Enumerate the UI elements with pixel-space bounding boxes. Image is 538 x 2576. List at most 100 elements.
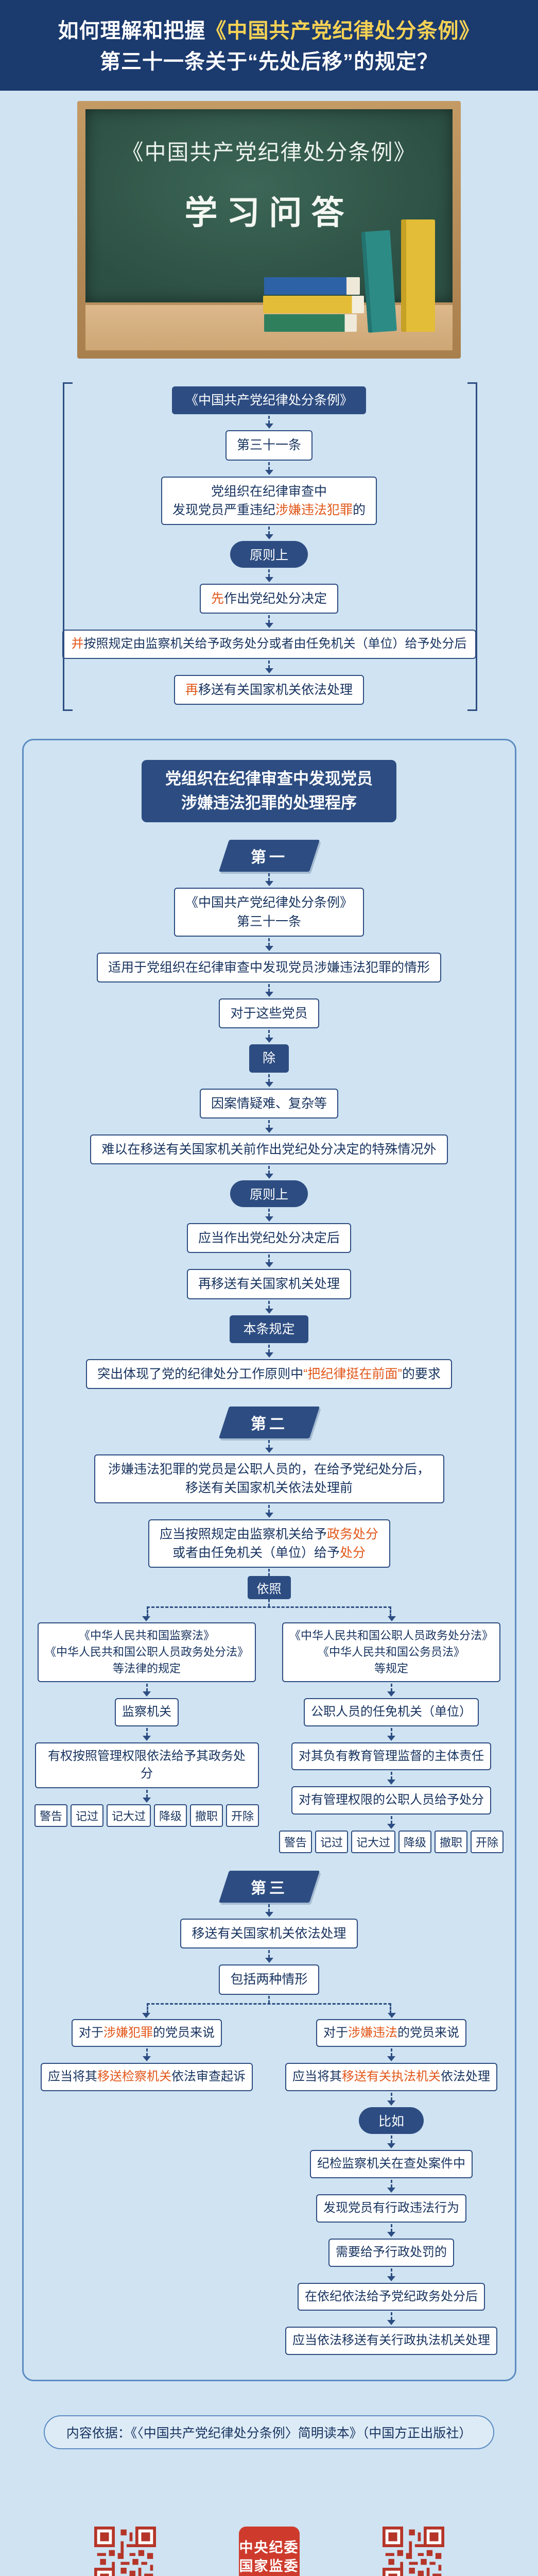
flow-arrow [265, 1903, 273, 1919]
footer-right: 中央纪委国家监委网站微信公众号 [357, 2527, 470, 2576]
flow-arrow [387, 2091, 395, 2107]
chalkboard-title: 《中国共产党纪律处分条例》 [122, 140, 416, 164]
flow-arrow [265, 1299, 273, 1315]
part1-banner: 第一 [218, 840, 320, 872]
flow-arrow [265, 1207, 273, 1223]
part1-reason-box: 因案情疑难、复杂等 [199, 1088, 338, 1118]
chalkboard: 《中国共产党纪律处分条例》 学习问答 [85, 109, 453, 302]
illegal-action-box: 应当将其移送有关执法机关依法处理 [285, 2063, 497, 2092]
flow-arrow [143, 1788, 151, 1804]
news-client-qr-code [94, 2527, 156, 2576]
book [263, 296, 364, 313]
flow-arrow [265, 1164, 273, 1180]
header-line1-prefix: 如何理解和把握 [58, 20, 206, 42]
situation-box: 党组织在纪律审查中 发现党员严重违纪涉嫌违法犯罪的 [161, 476, 377, 525]
panel-title: 党组织在纪律审查中发现党员 涉嫌违法犯罪的处理程序 [142, 760, 396, 823]
flow-arrow [265, 1503, 273, 1519]
part3-columns: 对于涉嫌犯罪的党员来说 应当将其移送检察机关依法审查起诉 对于涉嫌违法的党员来说… [29, 2019, 510, 2355]
crime-who-box: 对于涉嫌犯罪的党员来说 [72, 2019, 222, 2047]
example-step-box: 需要给予行政处罚的 [328, 2238, 454, 2267]
flow-arrow [387, 2178, 395, 2194]
example-step-box: 在依纪依法给予党纪政务处分后 [298, 2282, 485, 2311]
flow-arrow [387, 2047, 395, 2063]
part1-these-box: 对于这些党员 [219, 998, 319, 1029]
part2-right-column: 《中华人民共和国公职人员政务处分法》 《中华人民共和国公务员法》 等规定 公职人… [279, 1622, 504, 1854]
part3-head-box: 移送有关国家机关依法处理 [180, 1919, 358, 1949]
footer: 中央纪委国家监委新闻客户端 中央纪委 国家监委 网站 中央纪委国家监委网站微信公… [0, 2527, 538, 2576]
step1-box: 先作出党纪处分决定 [199, 584, 339, 614]
flow-arrow [387, 1815, 395, 1831]
split-connector [142, 1995, 396, 2019]
flow-arrow [387, 2134, 395, 2150]
part1-law-box: 《中国共产党纪律处分条例》 第三十一条 [173, 888, 364, 937]
source-note: 内容依据：《〈中国共产党纪律处分条例〉简明读本》（中国方正出版社） [43, 2415, 495, 2450]
right-sanctions-row: 警告 记过 记大过 降级 撤职 开除 [279, 1831, 504, 1854]
basis-label: 依照 [247, 1576, 291, 1600]
example-step-box: 纪检监察机关在查处案件中 [310, 2150, 473, 2178]
flow-arrow [387, 2223, 395, 2239]
header-line1: 如何理解和把握《中国共产党纪律处分条例》 [10, 15, 528, 46]
flow-arrow [387, 1726, 395, 1742]
books [217, 203, 438, 333]
article-flowchart: 《中国共产党纪律处分条例》 第三十一条 党组织在纪律审查中 发现党员严重违纪涉嫌… [0, 382, 538, 711]
book [361, 230, 397, 333]
regulation-source-box: 《中国共产党纪律处分条例》 [171, 386, 366, 415]
part2-banner: 第二 [218, 1406, 320, 1439]
flow-arrow [265, 1438, 273, 1454]
flow-arrow [265, 1948, 273, 1964]
flow-arrow [387, 1682, 395, 1698]
book [264, 314, 357, 332]
example-step-box: 发现党员有行政违法行为 [316, 2194, 466, 2223]
flow-arrow [265, 1028, 273, 1044]
page-header: 如何理解和把握《中国共产党纪律处分条例》 第三十一条关于“先处后移”的规定？ [0, 0, 538, 91]
flow-arrow [265, 982, 273, 998]
part3-banner: 第三 [218, 1871, 320, 1903]
classroom-photo: 《中国共产党纪律处分条例》 学习问答 [77, 101, 461, 359]
flow-arrow [265, 568, 273, 584]
step2-box: 并按照规定由监察机关给予政务处分或者由任免机关（单位）给予处分后 [62, 630, 476, 659]
flow-arrow [143, 1682, 151, 1698]
principle-pill: 原则上 [230, 541, 308, 568]
part1-principle-pill: 原则上 [230, 1180, 308, 1208]
right-law-box: 《中华人民共和国公职人员政务处分法》 《中华人民共和国公务员法》 等规定 [282, 1622, 500, 1682]
flow-arrow [265, 1253, 273, 1269]
book [264, 277, 360, 295]
flow-arrow [265, 1073, 273, 1089]
part3-left-column: 对于涉嫌犯罪的党员来说 应当将其移送检察机关依法审查起诉 [35, 2019, 259, 2092]
flow-arrow [143, 1726, 151, 1742]
flow-arrow [265, 937, 273, 953]
footer-left: 中央纪委国家监委新闻客户端 [68, 2527, 182, 2576]
flow-arrow [265, 659, 273, 675]
step3-box: 再移送有关国家机关依法处理 [173, 675, 365, 705]
part1-do1-box: 应当作出党纪处分决定后 [186, 1223, 351, 1253]
part1-flow: 《中国共产党纪律处分条例》 第三十一条 适用于党组织在纪律审查中发现党员涉嫌违法… [29, 872, 510, 1389]
example-pill: 比如 [358, 2107, 424, 2134]
flow-arrow [143, 2047, 151, 2063]
flow-arrow [265, 414, 273, 430]
flow-arrow [387, 1770, 395, 1786]
left-law-box: 《中华人民共和国监察法》 《中华人民共和国公职人员政务处分法》 等法律的规定 [37, 1622, 256, 1682]
part2-left-column: 《中华人民共和国监察法》 《中华人民共和国公职人员政务处分法》 等法律的规定 监… [34, 1622, 259, 1827]
header-line2: 第三十一条关于“先处后移”的规定？ [100, 50, 438, 73]
part2-intro-box: 涉嫌违法犯罪的党员是公职人员的，在给予党纪处分后，移送有关国家机关依法处理前 [94, 1454, 444, 1503]
part1-do2-box: 再移送有关国家机关处理 [186, 1269, 351, 1299]
part1-except-box: 除 [249, 1044, 289, 1073]
crime-action-box: 应当将其移送检察机关依法审查起诉 [41, 2063, 253, 2092]
part2-action-box: 应当按照规定由监察机关给予政务处分或者由任免机关（单位）给予处分 [148, 1519, 390, 1568]
example-step-box: 应当依法移送有关行政执法机关处理 [285, 2327, 497, 2355]
flow-arrow [387, 2311, 395, 2327]
left-organ-box: 监察机关 [115, 1698, 179, 1726]
flow-arrow [387, 2267, 395, 2283]
chalkboard-subtitle: 学习问答 [184, 194, 354, 231]
flow-arrow [265, 872, 273, 888]
part1-conclusion-box: 突出体现了党的纪律处分工作原则中“把纪律挺在前面”的要求 [86, 1359, 452, 1389]
part3-right-column: 对于涉嫌违法的党员来说 应当将其移送有关执法机关依法处理 比如 纪检监察机关在查… [280, 2019, 504, 2355]
flow-arrow [265, 614, 273, 630]
flow-arrow [265, 525, 273, 541]
flow-arrow [265, 461, 273, 477]
header-regulation-title: 《中国共产党纪律处分条例》 [205, 20, 480, 42]
book [401, 219, 435, 332]
right-duty-box: 对其负有教育管理监督的主体责任 [291, 1742, 491, 1771]
right-power-box: 对有管理权限的公职人员给予处分 [291, 1786, 491, 1815]
left-sanctions-row: 警告 记过 记大过 降级 撤职 开除 [34, 1804, 259, 1827]
